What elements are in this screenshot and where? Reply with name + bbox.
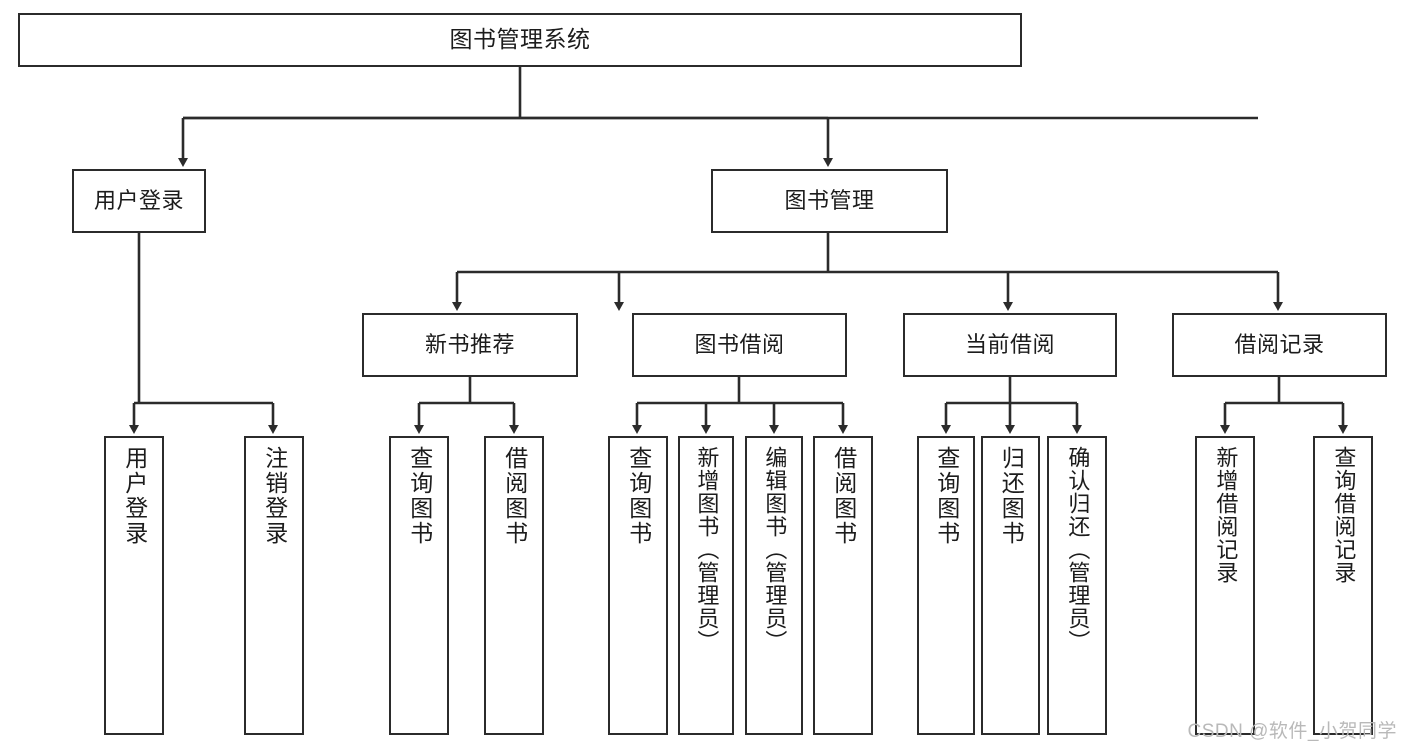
leaf-borrow-query-book[interactable]: 查询图书 [608, 436, 668, 735]
node-new-book-recommend[interactable]: 新书推荐 [362, 313, 578, 377]
leaf-record-add-record[interactable]: 新增借阅记录 [1195, 436, 1255, 735]
node-label: 归还图书 [998, 446, 1025, 546]
node-label: 确认归还（管理员） [1065, 446, 1091, 653]
node-label: 查询图书 [933, 446, 960, 546]
node-current-borrow[interactable]: 当前借阅 [903, 313, 1117, 377]
node-label: 图书管理 [784, 187, 875, 213]
node-book-management[interactable]: 图书管理 [711, 169, 948, 233]
node-label: 新增借阅记录 [1213, 446, 1239, 584]
node-label: 编辑图书（管理员） [762, 446, 788, 653]
node-label: 图书借阅 [694, 331, 785, 357]
leaf-current-confirm-return-admin[interactable]: 确认归还（管理员） [1047, 436, 1107, 735]
leaf-current-query-book[interactable]: 查询图书 [917, 436, 975, 735]
leaf-record-query-record[interactable]: 查询借阅记录 [1313, 436, 1373, 735]
leaf-borrow-add-book-admin[interactable]: 新增图书（管理员） [678, 436, 734, 735]
node-label: 查询图书 [406, 446, 433, 546]
node-label: 当前借阅 [964, 331, 1055, 357]
node-label: 新书推荐 [424, 331, 515, 357]
leaf-user-login-signout[interactable]: 注销登录 [244, 436, 304, 735]
node-label: 注销登录 [261, 446, 288, 546]
node-book-borrow[interactable]: 图书借阅 [632, 313, 847, 377]
leaf-recommend-borrow-book[interactable]: 借阅图书 [484, 436, 544, 735]
node-label: 借阅记录 [1234, 331, 1325, 357]
node-user-login[interactable]: 用户登录 [72, 169, 206, 233]
node-label: 借阅图书 [501, 446, 528, 546]
node-label: 图书管理系统 [449, 26, 591, 53]
node-label: 用户登录 [121, 446, 148, 546]
leaf-recommend-query-book[interactable]: 查询图书 [389, 436, 449, 735]
csdn-watermark: CSDN @软件_小贺同学 [1187, 721, 1397, 742]
node-label: 用户登录 [93, 187, 184, 213]
leaf-current-return-book[interactable]: 归还图书 [981, 436, 1040, 735]
node-label: 借阅图书 [830, 446, 857, 546]
node-root-system[interactable]: 图书管理系统 [18, 13, 1022, 67]
node-label: 查询图书 [625, 446, 652, 546]
leaf-user-login-signin[interactable]: 用户登录 [104, 436, 164, 735]
leaf-borrow-edit-book-admin[interactable]: 编辑图书（管理员） [745, 436, 803, 735]
node-label: 新增图书（管理员） [694, 446, 720, 653]
leaf-borrow-borrow-book[interactable]: 借阅图书 [813, 436, 873, 735]
node-borrow-record[interactable]: 借阅记录 [1172, 313, 1387, 377]
node-label: 查询借阅记录 [1331, 446, 1357, 584]
